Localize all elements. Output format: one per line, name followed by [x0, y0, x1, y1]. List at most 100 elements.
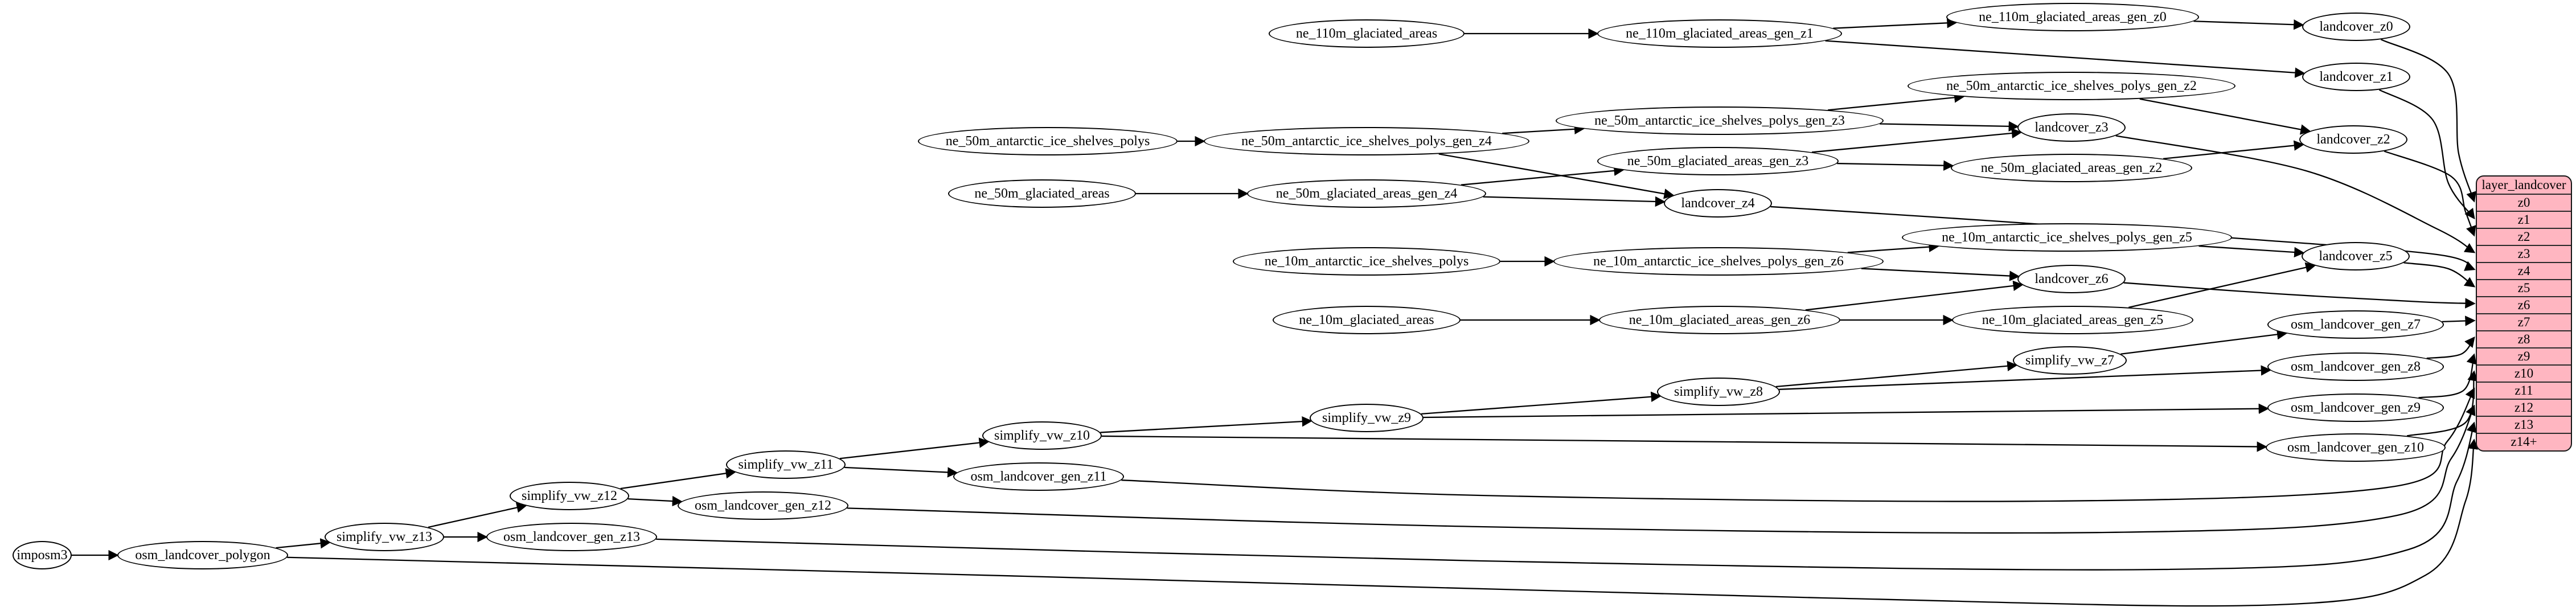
edge-ne_50m_glaciated_areas_gen_z4-to-landcover_z4: [1483, 196, 1666, 207]
node-osm_landcover_gen_z10: osm_landcover_gen_z10: [2266, 433, 2446, 462]
edge-simplify_vw_z13-to-simplify_vw_z12: [428, 502, 527, 528]
node-label: imposm3: [17, 547, 68, 563]
node-label: ne_110m_glaciated_areas_gen_z0: [1979, 9, 2167, 24]
edge-landcover_z3-to-layer-row-z3: [2115, 135, 2476, 253]
node-label: osm_landcover_gen_z8: [2291, 359, 2421, 374]
node-ne_110m_glaciated_areas_gen_z0: ne_110m_glaciated_areas_gen_z0: [1946, 3, 2199, 31]
node-label: simplify_vw_z7: [2025, 352, 2114, 368]
node-osm_landcover_gen_z11: osm_landcover_gen_z11: [953, 462, 1124, 491]
node-label: ne_50m_glaciated_areas: [974, 186, 1110, 201]
edge-landcover_z0-to-layer-row-z0: [2380, 39, 2476, 203]
node-imposm3: imposm3: [13, 541, 72, 569]
node-label: landcover_z4: [1681, 195, 1755, 211]
layer-table-row-z6: z6: [2477, 296, 2571, 313]
node-ne_50m_antarctic_ice_shelves_polys_gen_z3: ne_50m_antarctic_ice_shelves_polys_gen_z…: [1556, 106, 1884, 135]
node-ne_10m_glaciated_areas_gen_z5: ne_10m_glaciated_areas_gen_z5: [1952, 306, 2193, 334]
edge-simplify_vw_z11-to-osm_landcover_gen_z11: [844, 466, 958, 478]
node-simplify_vw_z10: simplify_vw_z10: [982, 421, 1102, 450]
node-label: ne_50m_glaciated_areas_gen_z4: [1275, 186, 1458, 201]
layer-table-row-z5: z5: [2477, 279, 2571, 296]
node-simplify_vw_z11: simplify_vw_z11: [726, 450, 846, 479]
node-label: ne_50m_glaciated_areas_gen_z2: [1980, 160, 2163, 175]
node-landcover_z5: landcover_z5: [2302, 242, 2410, 270]
layer-table-row-z9: z9: [2477, 347, 2571, 364]
node-label: osm_landcover_gen_z9: [2291, 400, 2421, 415]
edge-osm_landcover_gen_z11-to-layer-row-z11: [1121, 387, 2475, 502]
node-landcover_z0: landcover_z0: [2302, 13, 2410, 41]
edge-ne_50m_antarctic_ice_shelves_polys_gen_z3-to-ne_50m_antarctic_ice_shelves_polys_gen_z2: [1828, 92, 1965, 111]
node-label: simplify_vw_z10: [994, 428, 1090, 443]
node-ne_10m_glaciated_areas_gen_z6: ne_10m_glaciated_areas_gen_z6: [1599, 306, 1840, 334]
layer-table-row-z4: z4: [2477, 262, 2571, 279]
node-label: osm_landcover_gen_z7: [2291, 317, 2421, 332]
node-label: ne_50m_antarctic_ice_shelves_polys_gen_z…: [1946, 78, 2197, 93]
node-label: osm_landcover_gen_z11: [970, 469, 1107, 484]
edge-ne_10m_antarctic_ice_shelves_polys_gen_z5-to-landcover_z5: [2198, 245, 2305, 258]
edge-ne_50m_antarctic_ice_shelves_polys_gen_z4-to-landcover_z4: [1438, 153, 1675, 199]
node-label: ne_10m_glaciated_areas_gen_z5: [1982, 312, 2164, 327]
node-label: ne_50m_glaciated_areas_gen_z3: [1627, 153, 1809, 169]
node-simplify_vw_z9: simplify_vw_z9: [1310, 404, 1424, 432]
node-ne_50m_glaciated_areas_gen_z2: ne_50m_glaciated_areas_gen_z2: [1951, 154, 2192, 182]
edge-osm_landcover_gen_z8-to-layer-row-z8: [2426, 336, 2475, 359]
edge-ne_110m_glaciated_areas_gen_z1-to-landcover_z1: [1825, 40, 2306, 78]
node-ne_50m_antarctic_ice_shelves_polys_gen_z2: ne_50m_antarctic_ice_shelves_polys_gen_z…: [1908, 72, 2235, 100]
node-label: landcover_z1: [2319, 69, 2393, 84]
node-label: landcover_z6: [2034, 271, 2109, 286]
node-simplify_vw_z13: simplify_vw_z13: [325, 523, 444, 551]
layer-table-row-z8: z8: [2477, 330, 2571, 347]
node-ne_50m_glaciated_areas_gen_z4: ne_50m_glaciated_areas_gen_z4: [1247, 179, 1486, 208]
node-label: landcover_z2: [2316, 132, 2390, 147]
edge-ne_110m_glaciated_areas_gen_z1-to-ne_110m_glaciated_areas_gen_z0: [1833, 18, 1958, 29]
layer-table-row-z13: z13: [2477, 416, 2571, 433]
node-label: landcover_z0: [2319, 19, 2393, 34]
edge-simplify_vw_z12-to-simplify_vw_z11: [620, 468, 737, 490]
layer-table-title: layer_landcover: [2481, 178, 2566, 192]
node-label: ne_50m_antarctic_ice_shelves_polys_gen_z…: [1241, 133, 1492, 149]
edge-ne_10m_antarctic_ice_shelves_polys_gen_z6-to-landcover_z6: [1861, 268, 2020, 281]
node-ne_50m_glaciated_areas_gen_z3: ne_50m_glaciated_areas_gen_z3: [1597, 147, 1839, 175]
node-simplify_vw_z7: simplify_vw_z7: [2013, 346, 2127, 375]
edge-ne_50m_antarctic_ice_shelves_polys_gen_z4-to-ne_50m_antarctic_ice_shelves_polys_gen_z3: [1502, 124, 1585, 134]
node-landcover_z1: landcover_z1: [2302, 63, 2410, 91]
edge-osm_landcover_gen_z10-to-layer-row-z10: [2406, 370, 2478, 437]
node-osm_landcover_polygon: osm_landcover_polygon: [117, 541, 288, 569]
node-label: landcover_z5: [2319, 248, 2393, 264]
node-label: osm_landcover_gen_z13: [503, 529, 640, 544]
edge-landcover_z6-to-layer-row-z6: [2123, 282, 2476, 309]
node-osm_landcover_gen_z12: osm_landcover_gen_z12: [678, 491, 848, 520]
edge-ne_50m_glaciated_areas_gen_z4-to-ne_50m_glaciated_areas_gen_z3: [1461, 165, 1625, 186]
node-label: ne_10m_glaciated_areas_gen_z6: [1629, 312, 1811, 327]
edge-osm_landcover_polygon-to-layer-row-z14+: [287, 438, 2478, 607]
node-label: osm_landcover_gen_z12: [695, 498, 831, 513]
layer-table-row-z3: z3: [2477, 245, 2571, 262]
node-label: osm_landcover_polygon: [135, 547, 270, 563]
node-ne_10m_antarctic_ice_shelves_polys: ne_10m_antarctic_ice_shelves_polys: [1233, 247, 1500, 276]
edge-simplify_vw_z9-to-simplify_vw_z8: [1421, 391, 1662, 415]
node-landcover_z2: landcover_z2: [2299, 125, 2407, 154]
layer-table-row-z2: z2: [2477, 228, 2571, 245]
layer-table-row-z12: z12: [2477, 399, 2571, 416]
layer-table-row-z14+: z14+: [2477, 433, 2571, 450]
edge-simplify_vw_z12-to-osm_landcover_gen_z12: [627, 495, 683, 507]
node-osm_landcover_gen_z8: osm_landcover_gen_z8: [2267, 352, 2444, 381]
edge-ne_50m_glaciated_areas_gen_z3-to-landcover_z3: [1811, 128, 2023, 153]
layer-table-row-z0: z0: [2477, 194, 2571, 211]
edge-ne_50m_antarctic_ice_shelves_polys_gen_z3-to-landcover_z3: [1880, 121, 2020, 132]
node-label: simplify_vw_z13: [337, 529, 432, 544]
node-label: ne_10m_glaciated_areas: [1299, 312, 1434, 327]
node-osm_landcover_gen_z7: osm_landcover_gen_z7: [2267, 310, 2444, 339]
node-ne_50m_glaciated_areas: ne_50m_glaciated_areas: [948, 179, 1136, 208]
node-label: simplify_vw_z12: [522, 488, 617, 503]
node-ne_50m_antarctic_ice_shelves_polys_gen_z4: ne_50m_antarctic_ice_shelves_polys_gen_z…: [1204, 127, 1529, 155]
edge-landcover_z1-to-layer-row-z1: [2378, 89, 2475, 220]
edge-ne_50m_glaciated_areas_gen_z2-to-landcover_z2: [2163, 140, 2305, 159]
edge-simplify_vw_z10-to-simplify_vw_z9: [1100, 416, 1313, 433]
layer-table-row-z7: z7: [2477, 313, 2571, 330]
edge-simplify_vw_z9-to-osm_landcover_gen_z9: [1423, 403, 2270, 419]
node-ne_10m_antarctic_ice_shelves_polys_gen_z6: ne_10m_antarctic_ice_shelves_polys_gen_z…: [1553, 247, 1884, 276]
edge-landcover_z2-to-layer-row-z2: [2384, 150, 2476, 237]
node-label: ne_110m_glaciated_areas: [1295, 26, 1438, 41]
